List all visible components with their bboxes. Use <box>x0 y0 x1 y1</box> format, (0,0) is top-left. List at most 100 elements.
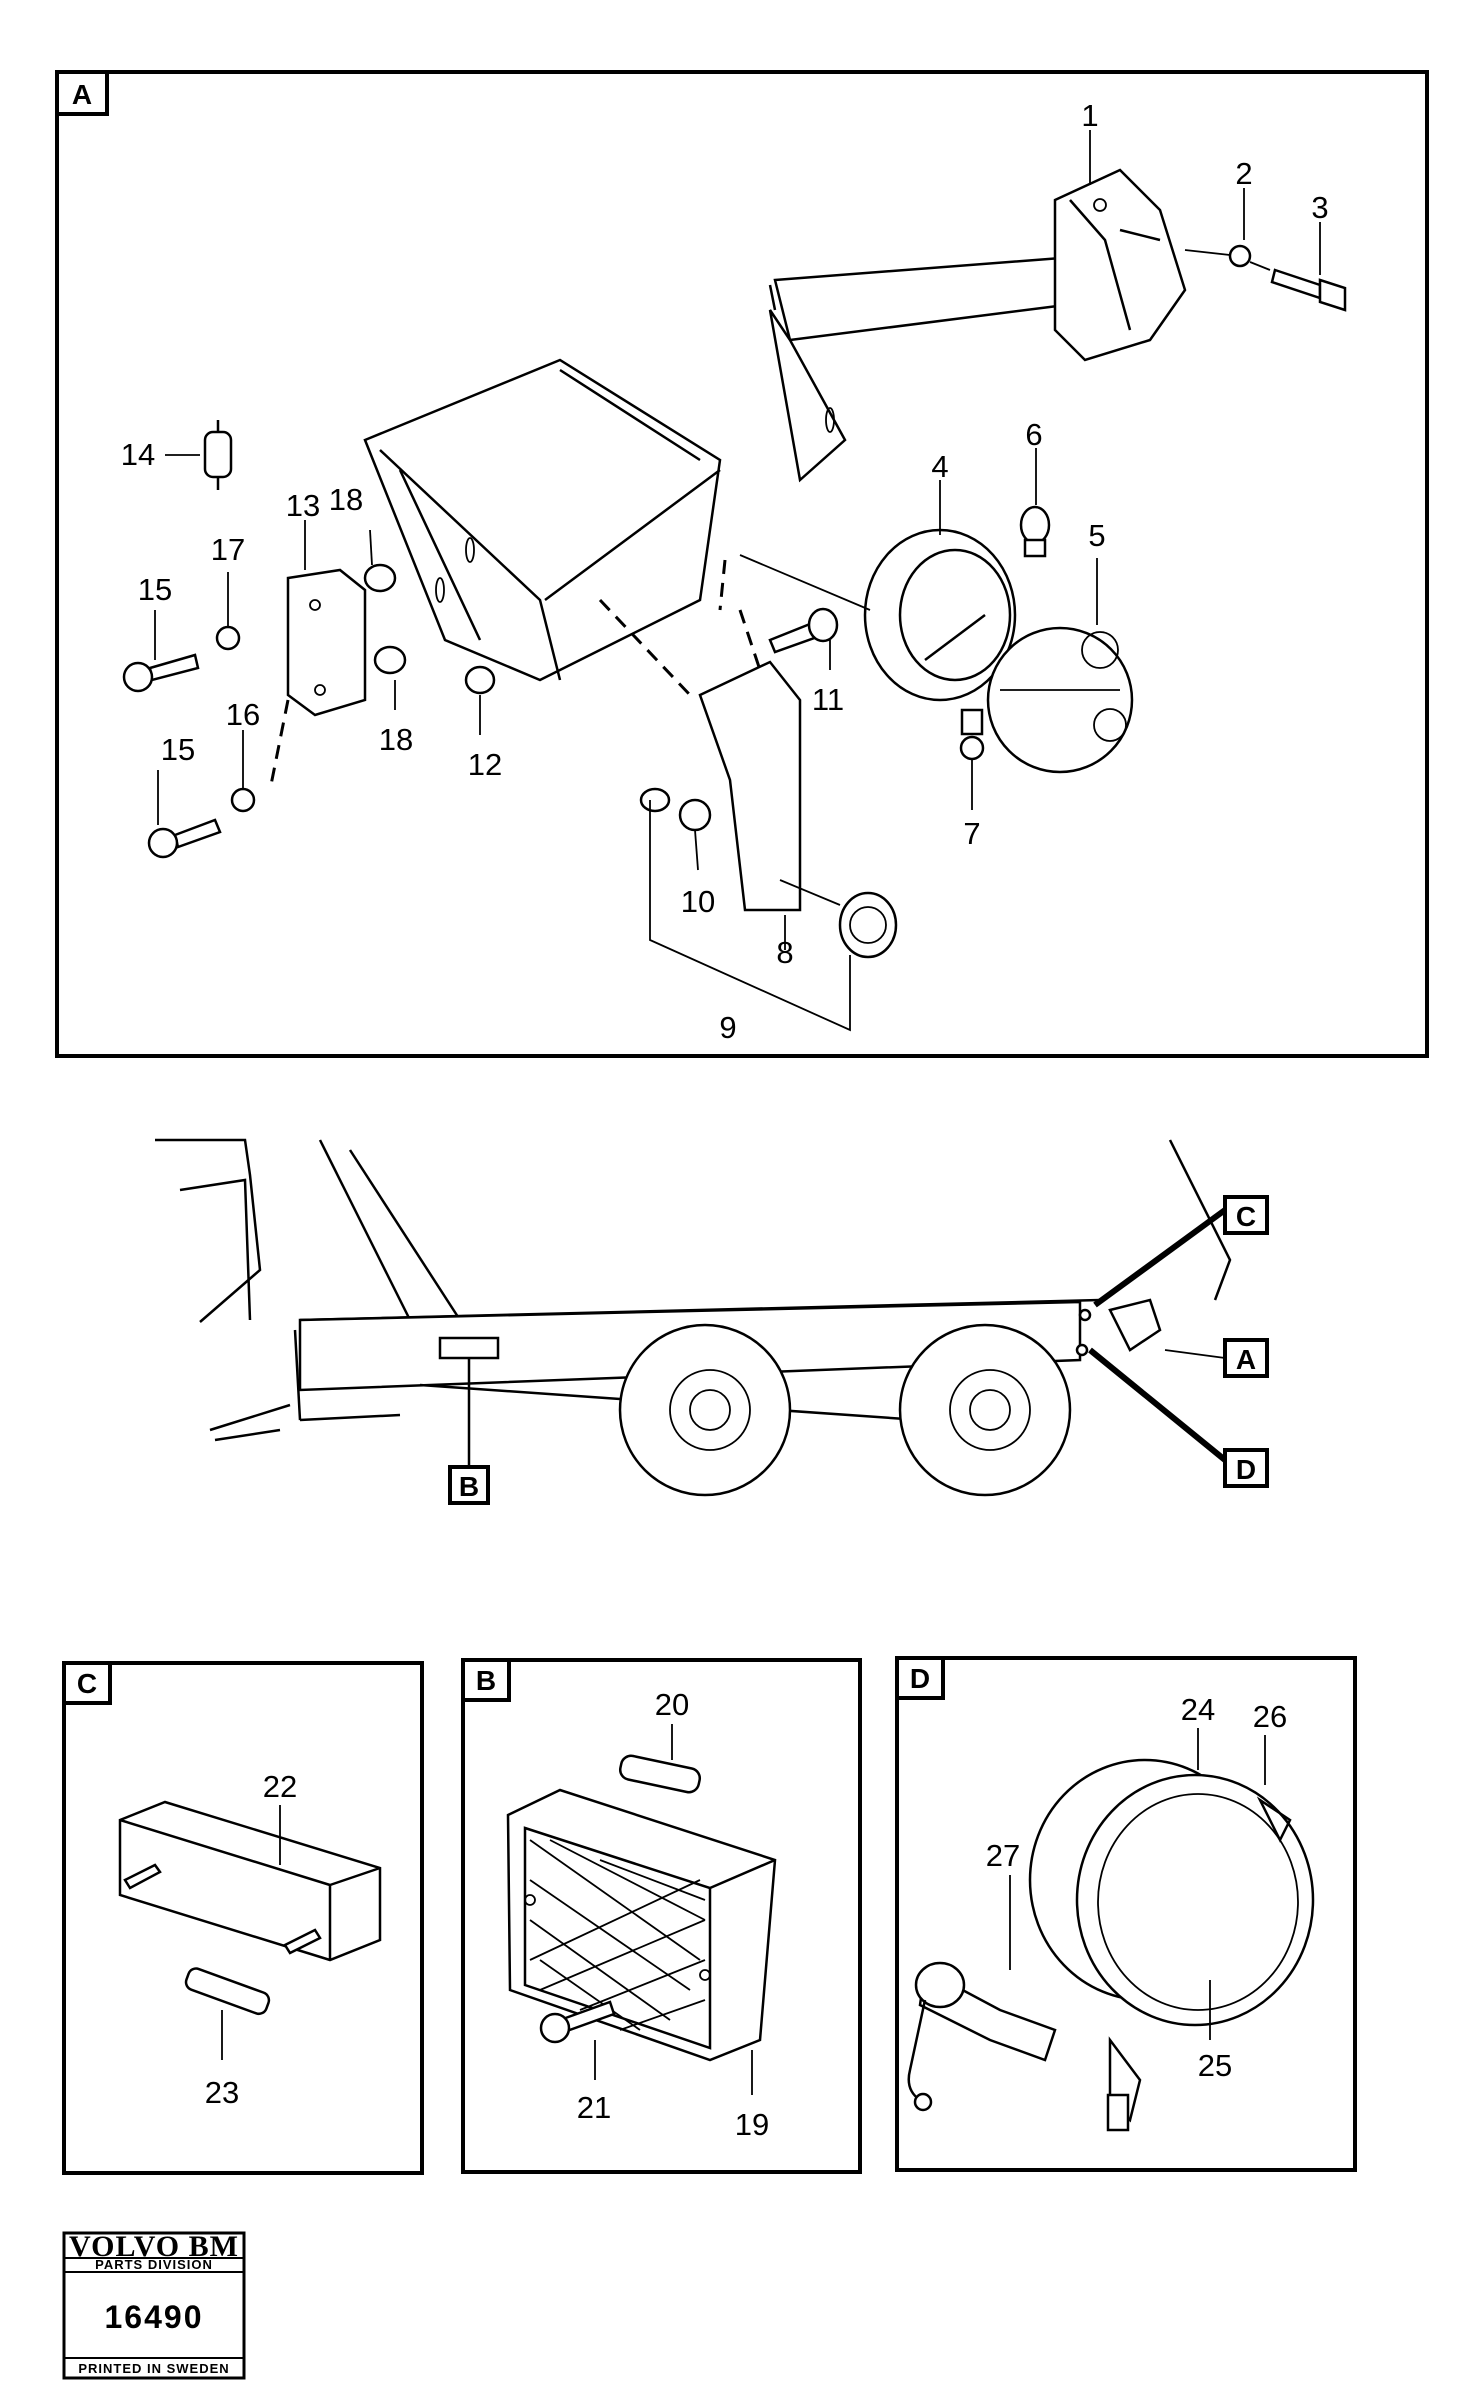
panel-a-label-box <box>55 70 109 116</box>
spot-lamp-24 <box>1028 1758 1315 2132</box>
dashed-guide <box>598 559 762 697</box>
callout-c-label: C <box>1236 1201 1256 1232</box>
screw-15a <box>122 653 200 693</box>
panel-b: B 20 21 19 <box>461 1658 862 2174</box>
truck-overview: B C A D <box>155 1138 1269 1505</box>
part-label: 22 <box>263 1769 297 1804</box>
nut-12 <box>464 665 496 695</box>
stamp-number: 16490 <box>105 2299 204 2335</box>
reflector-bracket-8 <box>698 660 802 912</box>
part-label: 15 <box>138 572 172 607</box>
volvo-bm-stamp: VOLVO BM PARTS DIVISION 16490 PRINTED IN… <box>62 2230 246 2380</box>
part-label: 18 <box>329 482 363 517</box>
panel-c: C 22 23 <box>62 1661 424 2175</box>
part-label: 4 <box>931 449 948 484</box>
screw-21 <box>539 2000 616 2044</box>
mounting-plate <box>1053 168 1187 362</box>
reflector-9 <box>779 879 898 959</box>
washer-16 <box>230 787 256 813</box>
part-label: 23 <box>205 2075 239 2110</box>
callout-a-label: A <box>1236 1344 1256 1375</box>
washer-10 <box>678 798 712 832</box>
nut-10 <box>639 787 671 813</box>
part-label: 13 <box>286 488 320 523</box>
panel-b-label: B <box>476 1665 496 1696</box>
bulb-14 <box>203 420 233 490</box>
panel-a-frame <box>55 70 1429 1058</box>
callout-a-leader <box>1164 1349 1226 1359</box>
rear-wheel-2 <box>898 1323 1072 1497</box>
panel-d-label: D <box>910 1663 930 1694</box>
part-label: 5 <box>1088 518 1105 553</box>
bulb-27 <box>907 1961 1057 2112</box>
part-label: 15 <box>161 732 195 767</box>
leader-lines-a <box>154 130 1321 1032</box>
dashed-guide-13 <box>268 699 290 791</box>
part-label: 21 <box>577 2090 611 2125</box>
part-label: 17 <box>211 532 245 567</box>
part-label: 27 <box>986 1838 1020 1873</box>
panel-a: A <box>55 70 1429 1058</box>
callout-b-box <box>448 1465 490 1505</box>
callout-d-label: D <box>1236 1454 1256 1485</box>
stamp-printed: PRINTED IN SWEDEN <box>78 2361 229 2376</box>
marker-b-location <box>438 1336 500 1360</box>
part-label: 3 <box>1311 190 1328 225</box>
part-label: 1 <box>1081 98 1098 133</box>
panel-d-frame <box>895 1656 1357 2172</box>
screw-15b <box>147 818 222 859</box>
screw-11 <box>768 607 839 654</box>
panel-b-label-box <box>461 1658 511 1702</box>
panel-c-label-box <box>62 1661 112 1705</box>
part-label: 20 <box>655 1687 689 1722</box>
part-label: 10 <box>681 884 715 919</box>
callout-a-box <box>1223 1338 1269 1378</box>
washer-17 <box>215 625 241 651</box>
panel-c-frame <box>62 1661 424 2175</box>
panel-a-label: A <box>72 79 92 110</box>
part-label: 11 <box>812 682 844 717</box>
callout-b-label: B <box>459 1471 479 1502</box>
part-label: 18 <box>379 722 413 757</box>
panel-d: D 24 26 25 27 <box>895 1656 1357 2172</box>
part-label: 24 <box>1181 1692 1215 1727</box>
part-label: 8 <box>776 935 793 970</box>
nut-18a <box>363 563 397 593</box>
panel-b-frame <box>461 1658 862 2174</box>
part-label: 26 <box>1253 1699 1287 1734</box>
side-lamp-13 <box>286 568 367 717</box>
bulb-20 <box>618 1754 702 1794</box>
bracket-arm <box>363 249 1107 682</box>
part-label: 16 <box>226 697 260 732</box>
part-label: 9 <box>719 1010 736 1045</box>
callout-d-box <box>1223 1448 1269 1488</box>
part-label: 6 <box>1025 417 1042 452</box>
lamp-a-location <box>1108 1298 1162 1352</box>
marker-lamp-22 <box>118 1800 382 1962</box>
bulb-6 <box>1019 505 1051 558</box>
nut-18b <box>373 645 407 675</box>
bolt-3 <box>1270 268 1347 312</box>
stamp-brand: VOLVO BM <box>69 2230 239 2263</box>
part-label: 7 <box>963 816 980 851</box>
rear-wheel-1 <box>618 1323 792 1497</box>
part-label: 12 <box>468 747 502 782</box>
lens-5 <box>986 626 1134 774</box>
part-label: 2 <box>1235 156 1252 191</box>
bulb-23 <box>184 1967 271 2016</box>
part-label: 19 <box>735 2107 769 2142</box>
work-lamp-19 <box>506 1788 777 2062</box>
part-label: 14 <box>121 437 155 472</box>
panel-d-label-box <box>895 1656 945 1700</box>
panel-c-label: C <box>77 1668 97 1699</box>
callout-c-box <box>1223 1195 1269 1235</box>
washer-2 <box>1228 244 1252 268</box>
tail-lamp-4 <box>739 528 1017 702</box>
callout-d-leader <box>1088 1347 1227 1463</box>
callout-c-leader <box>1093 1207 1227 1308</box>
part-label: 25 <box>1198 2048 1232 2083</box>
stamp-division: PARTS DIVISION <box>95 2257 213 2272</box>
bulb-7 <box>959 708 985 761</box>
lamp-housing <box>363 358 722 682</box>
